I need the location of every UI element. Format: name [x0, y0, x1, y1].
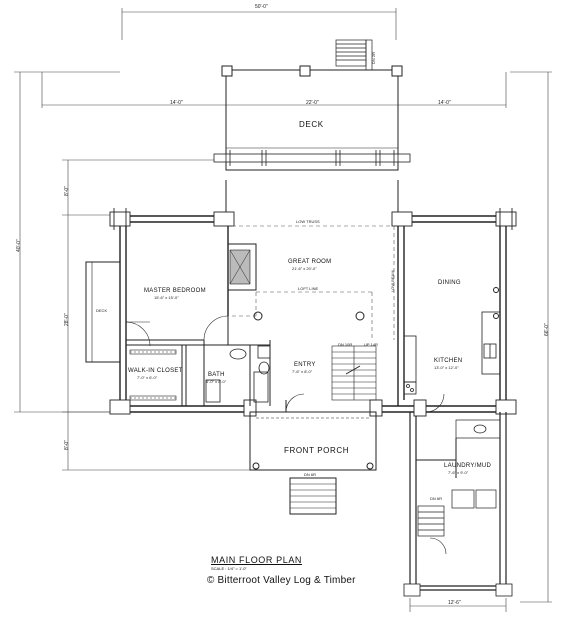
- room-laundry-mud: LAUNDRY/MUD: [444, 463, 492, 469]
- laundry-fixtures: [416, 419, 501, 537]
- dim-deck-center: 22'-0": [306, 100, 319, 106]
- side-deck: [85, 261, 121, 363]
- room-master-bedroom: MASTER BEDROOM: [144, 288, 206, 294]
- room-dining: DINING: [438, 280, 461, 286]
- bath-fixtures: [205, 345, 271, 403]
- room-bath-size: 6'-0" x 8'-0": [206, 379, 227, 384]
- note-stair-up: UP 14R: [364, 342, 378, 347]
- dim-deck-right: 14'-0": [438, 100, 451, 106]
- room-bath: BATH: [208, 372, 225, 378]
- dim-depth-right: 66'-0": [544, 323, 550, 336]
- dim-deck-left: 14'-0": [170, 100, 183, 106]
- dim-depth-left: 40'-0": [16, 239, 22, 252]
- note-loft-line: LOFT LINE: [298, 286, 319, 291]
- room-walk-in-closet-size: 7'-0" x 6'-0": [137, 375, 158, 380]
- truss-lines: [232, 225, 395, 340]
- plan-title: MAIN FLOOR PLAN: [211, 555, 303, 565]
- log-corners: [109, 208, 517, 417]
- kitchen-counters: [403, 311, 501, 395]
- room-kitchen: KITCHEN: [434, 358, 463, 364]
- exterior-walls: [119, 215, 507, 413]
- room-laundry-mud-size: 7'-6" x 9'-0": [448, 470, 469, 475]
- note-mud-dn: DN 6R: [430, 496, 443, 501]
- room-entry-size: 7'-6" x 8'-0": [292, 369, 313, 374]
- door-swings: [125, 315, 447, 555]
- note-porch-dn: DN 6R: [304, 472, 317, 477]
- room-side-deck: DECK: [96, 308, 108, 313]
- room-master-bedroom-size: 15'-6" x 15'-0": [154, 295, 179, 300]
- note-low-beam: LOW BEAM: [390, 270, 395, 292]
- deck-outline: [221, 65, 403, 212]
- room-great-room: GREAT ROOM: [288, 259, 332, 265]
- room-deck: DECK: [299, 120, 324, 129]
- note-low-truss: LOW TRUSS: [296, 219, 320, 224]
- room-entry: ENTRY: [294, 362, 316, 368]
- columns: [253, 287, 499, 321]
- room-great-room-size: 21'-6" x 20'-0": [292, 266, 317, 271]
- dim-upper-left: 8'-0": [64, 186, 70, 196]
- laundry-ell: [403, 412, 513, 597]
- room-front-porch: FRONT PORCH: [284, 446, 350, 455]
- front-porch: [249, 411, 377, 515]
- plan-scale: SCALE : 1/4" = 1'-0": [211, 566, 247, 571]
- deck-stairs: [335, 39, 373, 71]
- dimension-lines: [14, 8, 552, 612]
- room-walk-in-closet: WALK-IN CLOSET: [128, 368, 183, 374]
- dim-lower-left: 8'-0": [64, 440, 70, 450]
- fireplace: [227, 243, 257, 291]
- dim-overall-width: 50'-0": [255, 4, 268, 10]
- log-beam: [213, 150, 411, 166]
- room-kitchen-size: 13'-0" x 12'-0": [434, 365, 459, 370]
- closet-rods: [129, 349, 177, 401]
- note-stair-dn-top: DN 2R: [371, 51, 376, 64]
- interior-walls: [126, 316, 287, 412]
- dim-ell-width: 12'-6": [448, 600, 461, 606]
- copyright-text: © Bitterroot Valley Log & Timber: [207, 575, 356, 586]
- dim-left-middle: 28'-0": [64, 313, 70, 326]
- note-stair-dn: DN 10R: [338, 342, 353, 347]
- entry-stairs: [331, 345, 377, 401]
